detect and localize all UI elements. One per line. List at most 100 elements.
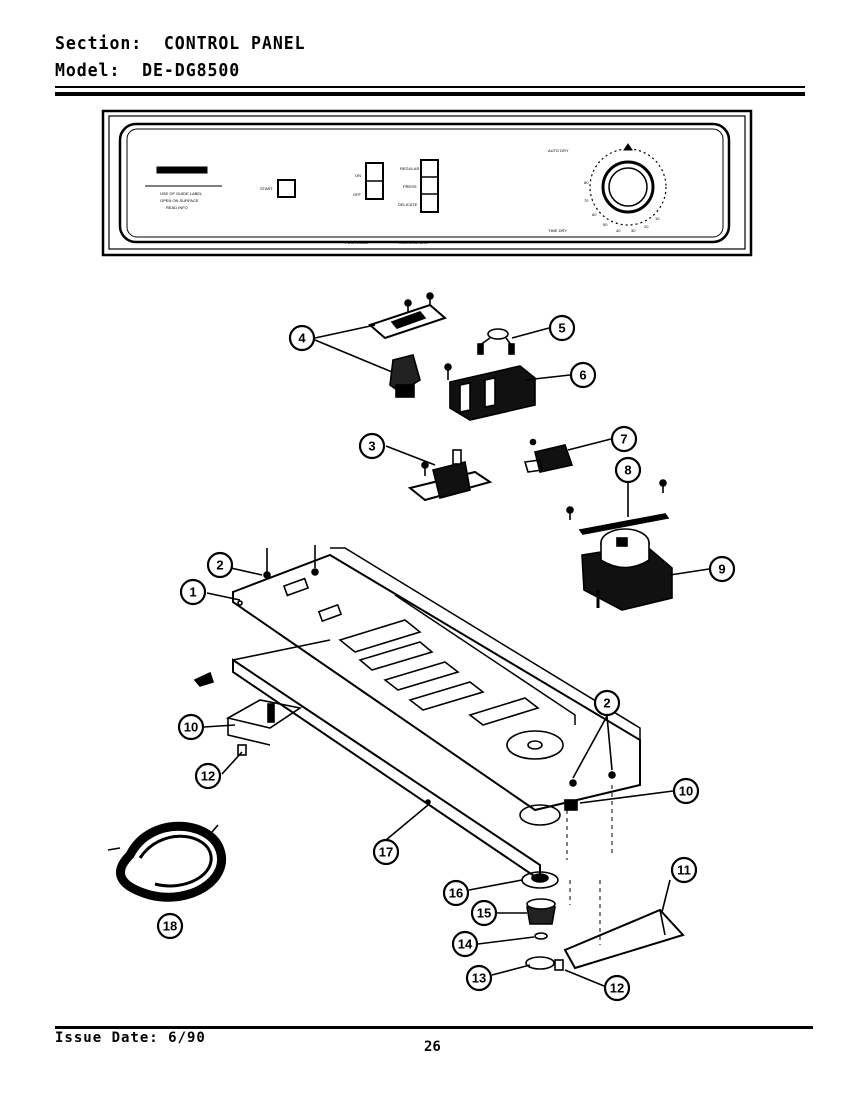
svg-text:18: 18 xyxy=(163,919,177,934)
push-load-label: PUSH LOAD xyxy=(345,240,368,245)
part-13-cap xyxy=(525,956,555,970)
callout-15: 15 xyxy=(470,899,498,927)
svg-text:6: 6 xyxy=(579,368,586,383)
section-label: Section: xyxy=(55,33,143,54)
temp-label-delicate: DELICATE xyxy=(398,202,418,207)
timer-20: 20 xyxy=(644,224,649,229)
part-8-strip xyxy=(566,479,670,535)
control-panel-labels: USE OF GUIDE LABEL OPEN ON SURFACE READ … xyxy=(160,148,660,245)
auto-dry-label: AUTO DRY xyxy=(548,148,569,153)
timer-40: 40 xyxy=(616,228,621,233)
start-button[interactable] xyxy=(277,179,296,198)
part-10-hardware xyxy=(519,771,616,826)
timer-70: 70 xyxy=(584,198,589,203)
callout-11: 11 xyxy=(670,856,698,884)
brand-logo xyxy=(156,166,208,174)
model-title: Model: DE-DG8500 xyxy=(55,60,240,81)
part-15-knob xyxy=(526,898,556,925)
part-18-harness xyxy=(107,821,227,902)
temp-label-regular: REGULAR xyxy=(400,166,419,171)
svg-text:11: 11 xyxy=(677,863,691,878)
on-label: ON xyxy=(355,173,361,178)
issue-date: Issue Date: 6/90 xyxy=(55,1030,206,1046)
callout-17: 17 xyxy=(372,838,400,866)
part-5-resistor xyxy=(477,328,515,355)
svg-text:1: 1 xyxy=(189,585,196,600)
part-1-console-panel xyxy=(232,545,641,812)
svg-text:10: 10 xyxy=(184,720,198,735)
svg-text:12: 12 xyxy=(610,981,624,996)
page-number: 26 xyxy=(424,1039,441,1055)
brand-line-2: OPEN ON SURFACE xyxy=(160,198,199,203)
svg-text:16: 16 xyxy=(449,886,463,901)
timer-80: 80 xyxy=(584,180,589,185)
part-12-clip-right xyxy=(554,959,564,971)
svg-text:13: 13 xyxy=(472,971,486,986)
callout-18: 18 xyxy=(156,912,184,940)
timer-60: 60 xyxy=(592,212,597,217)
svg-text:15: 15 xyxy=(477,906,491,921)
svg-text:2: 2 xyxy=(603,696,610,711)
callout-9: 9 xyxy=(708,555,736,583)
callouts: 1 2 2 3 4 5 6 7 8 9 10 10 11 12 12 13 14… xyxy=(156,314,736,1002)
callout-14: 14 xyxy=(451,930,479,958)
svg-text:8: 8 xyxy=(624,463,631,478)
svg-text:5: 5 xyxy=(558,321,565,336)
callout-8: 8 xyxy=(614,456,642,484)
brand-line-3: READ INFO xyxy=(166,205,188,210)
control-panel-front xyxy=(101,109,753,257)
temp-label-press: PRESS xyxy=(403,184,417,189)
guide-lines xyxy=(566,785,613,945)
callout-10-right: 10 xyxy=(672,777,700,805)
part-4-push-switch xyxy=(368,292,447,398)
temperature-buttons[interactable] xyxy=(420,159,439,213)
callout-13: 13 xyxy=(465,964,493,992)
svg-text:10: 10 xyxy=(679,784,693,799)
part-12-clip-left xyxy=(237,744,247,756)
callout-6: 6 xyxy=(569,361,597,389)
off-label: OFF xyxy=(353,192,362,197)
section-value: CONTROL PANEL xyxy=(163,33,306,54)
timer-50: 50 xyxy=(603,222,608,227)
timer-scale xyxy=(589,148,667,226)
callout-5: 5 xyxy=(548,314,576,342)
footer-rule xyxy=(55,1026,813,1029)
leader-lines xyxy=(203,324,710,987)
callout-7: 7 xyxy=(610,425,638,453)
temperature-label: TEMPERATURE xyxy=(398,240,428,245)
timer-10: 10 xyxy=(655,216,660,221)
svg-text:7: 7 xyxy=(620,432,627,447)
svg-text:4: 4 xyxy=(298,331,306,346)
model-label: Model: xyxy=(55,60,121,81)
callout-2-upper: 2 xyxy=(206,551,234,579)
svg-text:2: 2 xyxy=(216,558,223,573)
part-14-washer xyxy=(534,932,548,940)
time-dry-label: TIME DRY xyxy=(548,228,567,233)
callout-4: 4 xyxy=(288,324,316,352)
callout-1: 1 xyxy=(179,578,207,606)
timer-knob[interactable] xyxy=(601,160,655,214)
callout-2-lower: 2 xyxy=(593,689,621,717)
svg-text:12: 12 xyxy=(201,769,215,784)
brand-line-1: USE OF GUIDE LABEL xyxy=(160,191,203,196)
part-7-switch xyxy=(523,438,574,473)
part-9-timer xyxy=(581,528,673,611)
part-19-bracket xyxy=(193,671,303,746)
part-6-switch-block xyxy=(444,363,536,421)
section-title: Section: CONTROL PANEL xyxy=(55,33,305,54)
callout-3: 3 xyxy=(358,432,386,460)
part-11-leg xyxy=(563,908,685,970)
part-3-board xyxy=(407,449,493,502)
timer-30: 30 xyxy=(631,228,636,233)
start-label: START xyxy=(260,186,273,191)
callout-16: 16 xyxy=(442,879,470,907)
svg-text:14: 14 xyxy=(458,937,473,952)
callout-12-right: 12 xyxy=(603,974,631,1002)
callout-12-left: 12 xyxy=(194,762,222,790)
callout-10-left: 10 xyxy=(177,713,205,741)
svg-text:9: 9 xyxy=(718,562,725,577)
svg-text:3: 3 xyxy=(368,439,375,454)
model-value: DE-DG8500 xyxy=(142,60,241,81)
parts xyxy=(107,292,685,971)
